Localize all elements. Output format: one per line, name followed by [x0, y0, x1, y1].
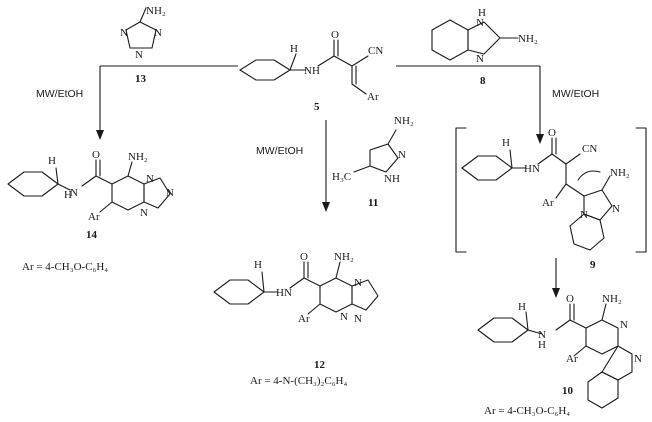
compound-9-nh2-label: NH₂: [610, 167, 630, 179]
compound-5-h-label: H: [290, 43, 298, 55]
compound-14-structure: [7, 159, 171, 213]
compound-10-ar-definition: Ar = 4-CH₃O-C₆H₄: [484, 405, 570, 417]
compound-14-n-label-4: N: [140, 207, 148, 219]
compound-9-o-label: O: [548, 127, 556, 139]
compound-10-n-label-3: N: [634, 353, 642, 365]
compound-14-n-label-2: N: [146, 173, 154, 185]
compound-14-n-label: N: [70, 187, 78, 199]
compound-10-structure: [477, 303, 633, 409]
compound-8-n-label-1: N: [476, 17, 484, 29]
compound-11-structure: [353, 129, 399, 173]
compound-8-number: 8: [480, 75, 486, 87]
compound-9-structure: [455, 127, 647, 253]
compound-14-nh2-label: NH₂: [128, 151, 148, 163]
compound-11-nh2-label: NH₂: [394, 115, 414, 127]
compound-10-nh2-label: NH₂: [602, 293, 622, 305]
compound-9-cn-label: CN: [582, 143, 597, 155]
compound-9-ar-label: Ar: [542, 197, 554, 209]
compound-13-nh2-label: NH₂: [146, 5, 166, 17]
compound-10-n-label: N: [538, 329, 546, 341]
compound-14-h-label: H: [48, 155, 56, 167]
compound-10-ar-label: Ar: [566, 353, 578, 365]
compound-12-ar-definition: Ar = 4-N-(CH₃)₂C₆H₄: [250, 375, 347, 387]
compound-10-h-label: H: [518, 301, 526, 313]
compound-12-number: 12: [314, 359, 326, 371]
compound-8-nh2-label: NH₂: [518, 33, 538, 45]
compound-5-o-label: O: [331, 29, 339, 41]
compound-5-cn-label: CN: [368, 45, 383, 57]
compound-11-h3c-label: H₃C: [332, 171, 351, 183]
compound-8-h-label: H: [478, 7, 486, 19]
compound-9-n-label: N: [612, 203, 620, 215]
compound-12-n-label-3: N: [354, 313, 362, 325]
compound-12-n-label: N: [354, 277, 362, 289]
compound-9-hn-label: HN: [524, 163, 540, 175]
compound-12-o-label: O: [300, 251, 308, 263]
compound-10-h2-label: H: [538, 339, 546, 351]
compound-14-n-label-3: N: [166, 187, 174, 199]
compound-5-number: 5: [314, 101, 320, 113]
compound-12-ar-label: Ar: [298, 313, 310, 325]
condition-middle: MW/EtOH: [256, 145, 303, 157]
compound-12-n-label-2: N: [340, 311, 348, 323]
reaction-arrows: [96, 65, 560, 298]
condition-right: MW/EtOH: [552, 88, 599, 100]
compound-11-nh-label: NH: [384, 173, 400, 185]
compound-14-ar-definition: Ar = 4-CH₃O-C₆H₄: [22, 261, 108, 273]
compound-9-number: 9: [590, 259, 596, 271]
compound-8-n-label-2: N: [476, 53, 484, 65]
compound-14-number: 14: [86, 229, 98, 241]
compound-12-h-label: H: [254, 259, 262, 271]
compound-13-n-label-1: N: [120, 27, 128, 39]
compound-9-h-label: H: [502, 137, 510, 149]
compound-13-structure: [125, 7, 157, 49]
compound-14-ar-label: Ar: [88, 211, 100, 223]
compound-12-structure: [213, 261, 379, 315]
condition-left: MW/EtOH: [36, 88, 83, 100]
compound-13-n-label-3: N: [135, 49, 143, 61]
compound-8-structure: [431, 19, 519, 61]
compound-10-n-label-2: N: [620, 319, 628, 331]
compound-9-n-label-2: N: [580, 209, 588, 221]
compound-13-n-label-2: N: [154, 27, 162, 39]
compound-12-hn-label: HN: [276, 287, 292, 299]
compound-5-nh-label: NH: [304, 65, 320, 77]
compound-14-o-label: O: [92, 149, 100, 161]
compound-11-number: 11: [368, 197, 378, 209]
compound-10-number: 10: [562, 385, 574, 397]
compound-14-hn-label: H: [64, 189, 72, 201]
compound-5-ar-label: Ar: [367, 91, 379, 103]
compound-11-n-label: N: [398, 149, 406, 161]
compound-12-nh2-label: NH₂: [334, 251, 354, 263]
compound-5-structure: [239, 39, 369, 95]
compound-10-o-label: O: [566, 293, 574, 305]
compound-13-number: 13: [135, 73, 147, 85]
